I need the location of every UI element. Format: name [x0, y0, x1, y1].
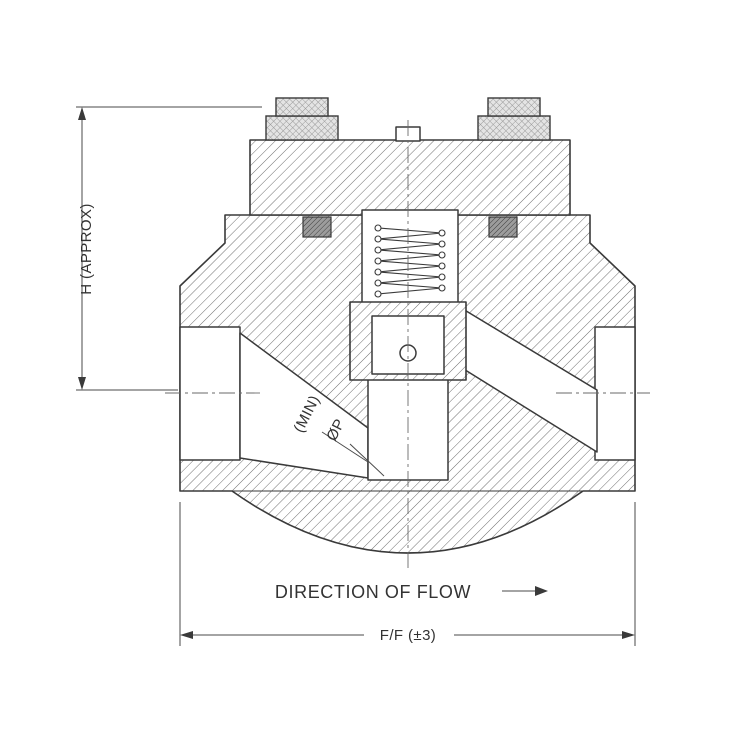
- arrowhead-left: [180, 631, 193, 639]
- flow-direction-label: DIRECTION OF FLOW: [275, 582, 471, 602]
- dim-label-mask: [364, 624, 454, 644]
- bonnet-bolts: [265, 97, 551, 141]
- arrowhead-right: [622, 631, 635, 639]
- height-dimension-label: H (APPROX): [78, 203, 95, 295]
- flow-passages: [179, 299, 636, 481]
- flow-direction-annotation: [502, 586, 548, 596]
- bonnet-section: [249, 139, 571, 216]
- left-bolt-head: [275, 97, 329, 117]
- leader-bore: [349, 443, 385, 477]
- right-gasket: [488, 216, 518, 238]
- right-bolt-nut: [477, 115, 551, 141]
- bore-diameter-leaders: [321, 431, 385, 477]
- inlet-bore: [179, 326, 241, 461]
- bonnet: [249, 126, 571, 216]
- right-bolt-head: [487, 97, 541, 117]
- left-gasket: [302, 216, 332, 238]
- spring-chamber: [361, 209, 459, 304]
- leader-min: [321, 431, 369, 463]
- arrowhead-down: [78, 377, 86, 390]
- outlet-bore: [594, 326, 636, 461]
- centerlines: [165, 120, 650, 572]
- face-to-face-label: F/F (±3): [380, 627, 436, 644]
- arrowhead-up: [78, 107, 86, 120]
- face-to-face-dimension: [179, 502, 636, 646]
- bonnet-gaskets: [302, 216, 518, 238]
- spring-coil-ends: [374, 224, 446, 298]
- flow-arrowhead: [535, 586, 548, 596]
- left-bolt-nut: [265, 115, 339, 141]
- height-dimension: [76, 106, 262, 391]
